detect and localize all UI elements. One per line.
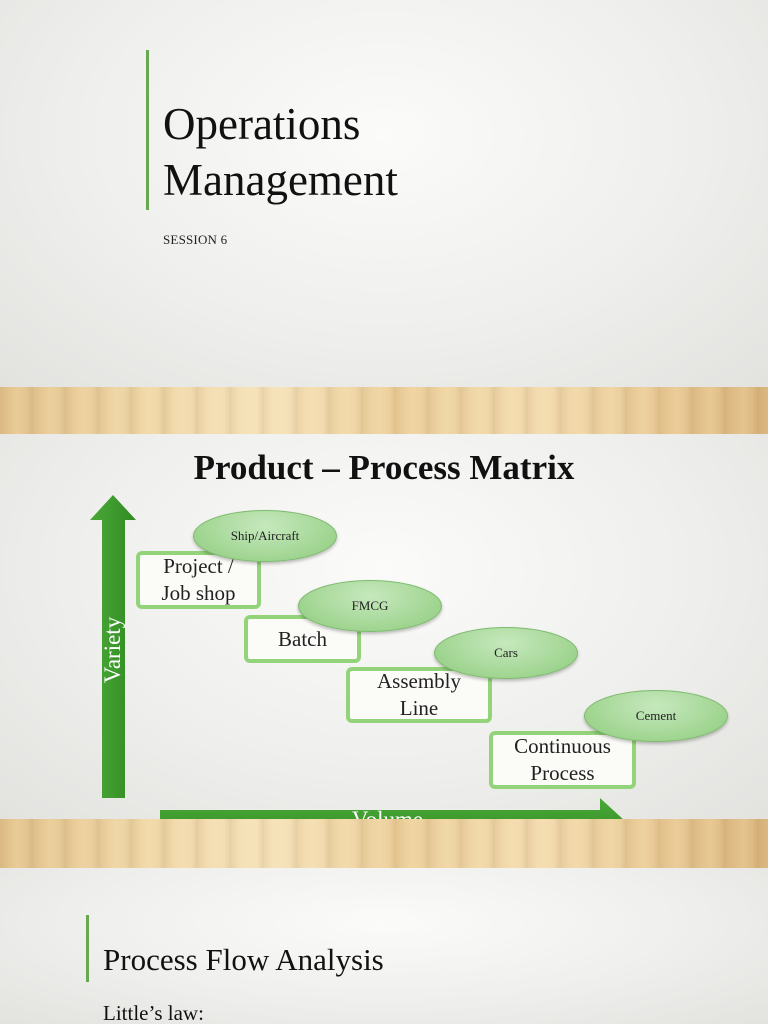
example-oval-cars: Cars	[434, 627, 578, 679]
slide-process-flow-analysis: Process Flow Analysis Little’s law:	[0, 868, 768, 1024]
stage-label-line2: Line	[399, 696, 439, 720]
title-line-1: Operations	[163, 99, 361, 149]
stage-label-line1: Project /	[163, 554, 234, 578]
session-label: SESSION 6	[163, 232, 228, 247]
stage-label-line1: Batch	[278, 626, 327, 651]
title-accent-bar	[86, 915, 89, 982]
title-line-2: Management	[163, 155, 398, 205]
stage-label-line1: Assembly	[377, 669, 461, 693]
example-oval-fmcg: FMCG	[298, 580, 442, 632]
stage-label-line2: Process	[530, 761, 595, 785]
slide-title: Process Flow Analysis	[103, 942, 384, 977]
volume-axis-label: Volume	[330, 807, 445, 819]
stage-label-line2: Job shop	[161, 581, 236, 605]
stage-box-continuous-process: Continuous Process	[489, 731, 636, 789]
stage-label-line1: Continuous	[514, 734, 611, 758]
stage-box-assembly-line: Assembly Line	[346, 667, 492, 723]
title-accent-bar	[146, 50, 149, 210]
wood-divider	[0, 819, 768, 868]
wood-divider	[0, 387, 768, 434]
variety-axis-label: Variety	[100, 616, 125, 684]
matrix-title: Product – Process Matrix	[193, 448, 575, 487]
volume-axis-arrow	[160, 798, 623, 819]
stage-box-batch: Batch	[244, 615, 361, 663]
stage-box-project-job-shop: Project / Job shop	[136, 551, 261, 609]
variety-axis-arrow	[90, 495, 136, 798]
axis-arrows	[90, 495, 623, 819]
example-oval-cement: Cement	[584, 690, 728, 742]
slide-product-process-matrix: Product – Process Matrix Variety Volume …	[0, 434, 768, 819]
example-oval-ship-aircraft: Ship/Aircraft	[193, 510, 337, 562]
slide-operations-management: Operations Management SESSION 6	[0, 0, 768, 387]
slide-title: Operations Management	[163, 96, 398, 208]
body-text: Little’s law:	[103, 1001, 204, 1024]
